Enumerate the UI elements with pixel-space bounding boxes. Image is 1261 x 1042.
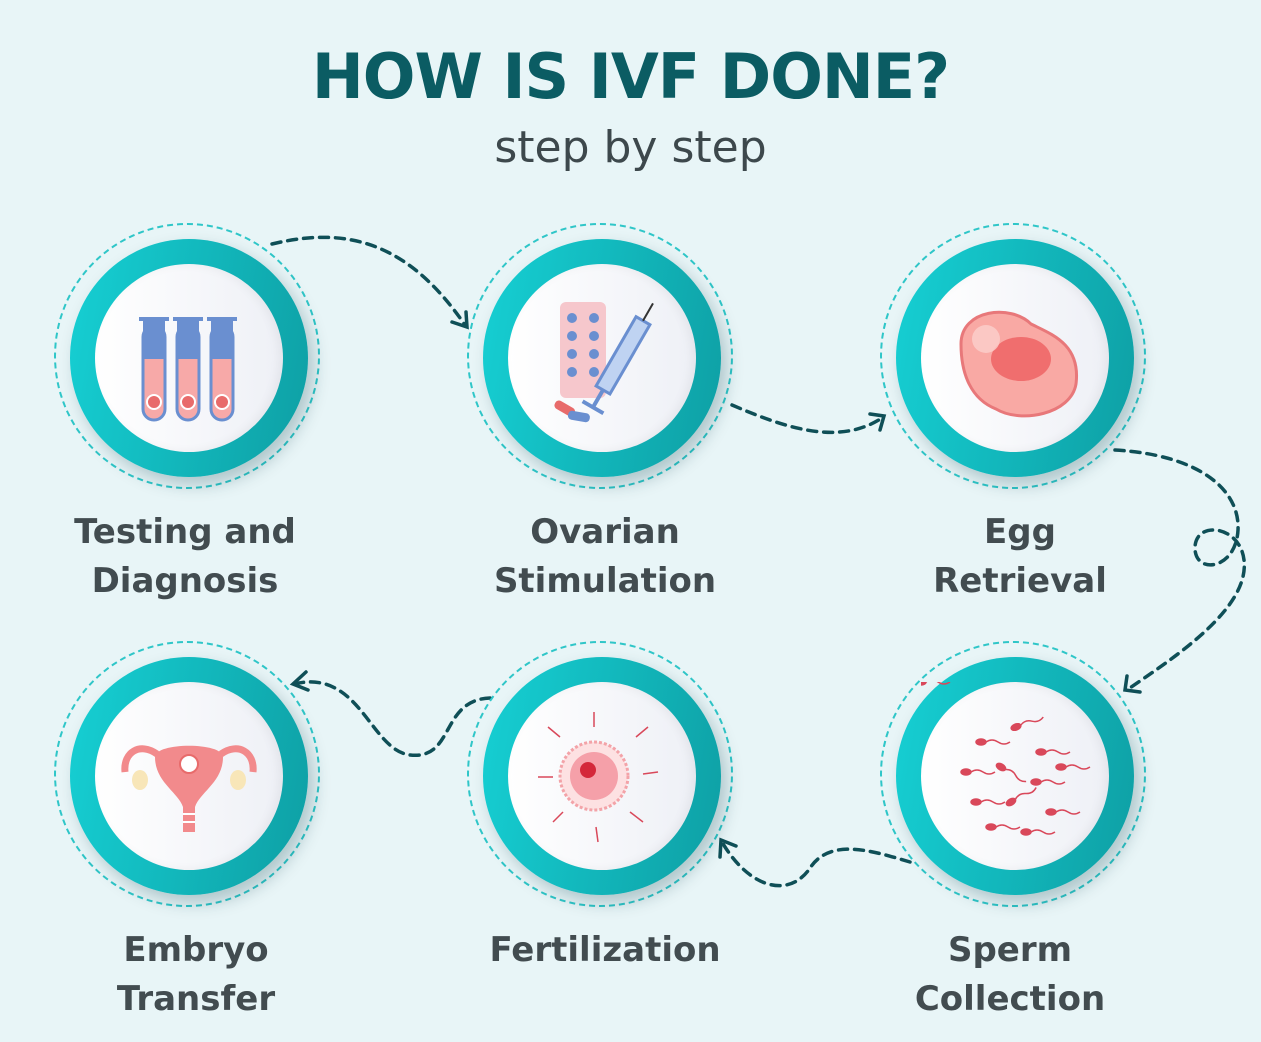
egg-cell-icon [921,264,1109,452]
label-line: Testing and [74,512,296,552]
label-line: Fertilization [489,930,721,970]
teal-ring [896,239,1134,477]
label-line: Diagnosis [91,561,279,601]
pills-syringe-icon [508,264,696,452]
fertilization-icon [508,682,696,870]
sperm-icon [921,682,1109,870]
step-embryo-transfer [44,631,334,921]
arrowhead [289,670,310,692]
teal-ring [896,657,1134,895]
page-subtitle: step by step [494,122,767,173]
step-fertilization [457,631,747,921]
label-line: Embryo [123,930,269,970]
arrowhead [1123,674,1142,694]
connector-3-4 [1113,448,1246,692]
label-line: Retrieval [933,561,1107,601]
dashed-ring [54,641,320,907]
uterus-icon [95,682,283,870]
label-line: Egg [984,512,1056,552]
dashed-ring [880,641,1146,907]
label-line: Ovarian [530,512,680,552]
dashed-ring [54,223,320,489]
teal-ring [483,239,721,477]
connector-1-2 [270,235,467,327]
dashed-ring [467,641,733,907]
step-egg-retrieval [870,213,1160,503]
dashed-ring [467,223,733,489]
label-line: Sperm [947,930,1073,970]
step-sperm-collection [870,631,1160,921]
connector-5-6 [292,680,492,757]
connector-2-3 [730,403,884,435]
dashed-ring [880,223,1146,489]
arrowhead [718,837,738,859]
step-ovarian-stimulation [457,213,747,503]
teal-ring [70,657,308,895]
label-line: Stimulation [493,561,717,601]
teal-ring [483,657,721,895]
connector-4-5 [720,840,912,888]
arrowhead [868,412,887,432]
page-title: HOW IS IVF DONE? [311,40,950,113]
label-line: Transfer [116,979,276,1019]
step-label: Fertilization [455,926,755,975]
label-line: Collection [914,979,1106,1019]
test-tubes-icon [95,264,283,452]
arrowhead [450,310,469,330]
teal-ring [70,239,308,477]
step-testing-diagnosis [44,213,334,503]
